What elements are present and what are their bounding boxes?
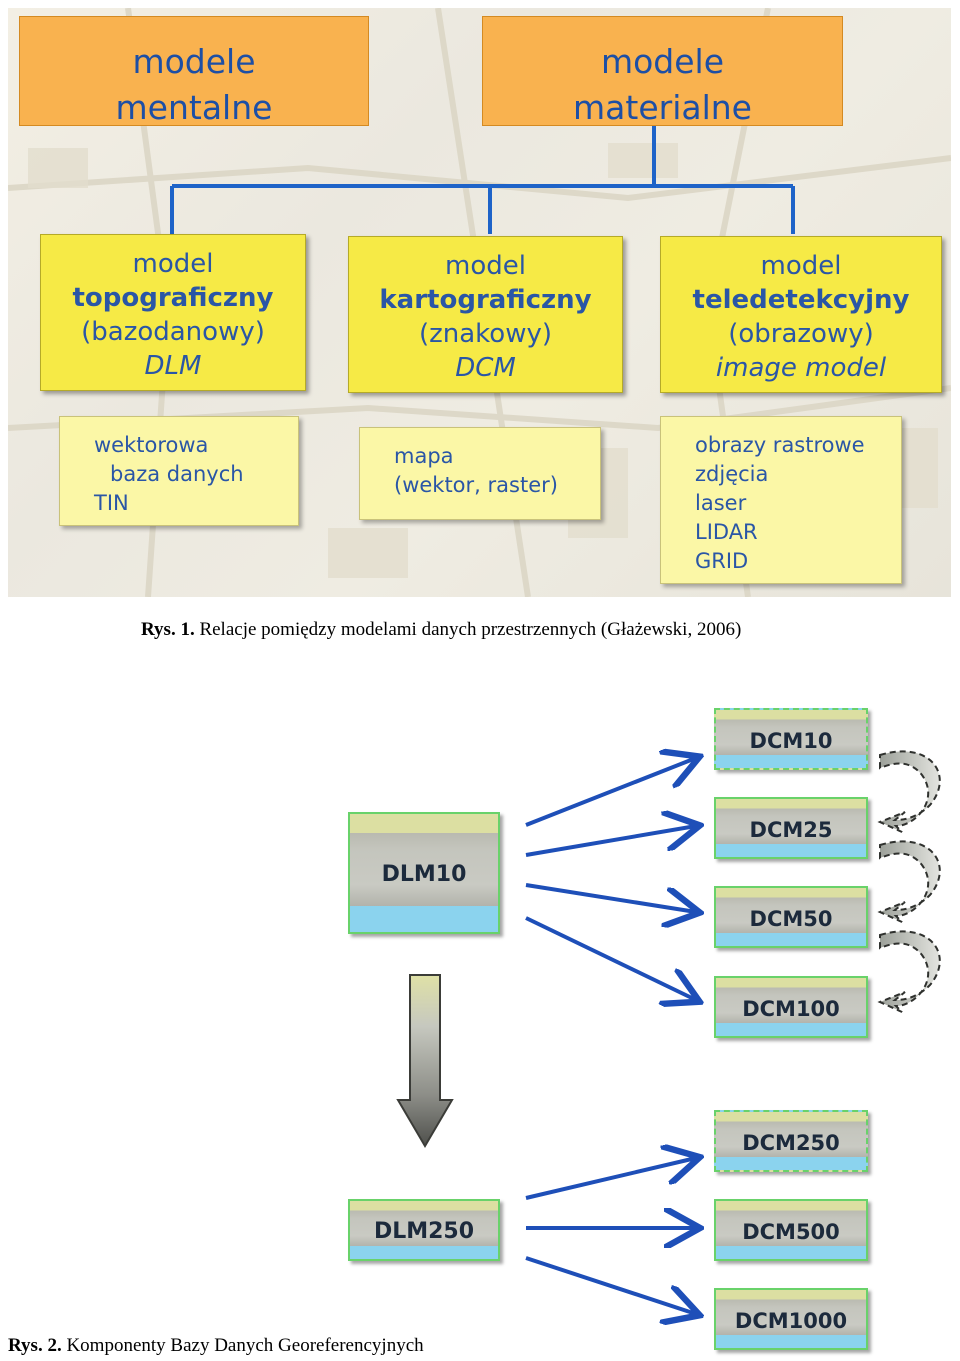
box-material-models-line2: materialne xyxy=(573,88,752,127)
remote-sensing-detail-2: zdjęcia xyxy=(695,462,769,486)
tile-dcm10-label: DCM10 xyxy=(749,729,833,753)
tile-dcm25: DCM25 xyxy=(714,797,868,859)
hierarchy-connectors xyxy=(170,125,795,234)
tile-dlm250-label: DLM250 xyxy=(373,1219,475,1244)
topographic-line4: DLM xyxy=(144,351,202,381)
figure2-arrows xyxy=(396,680,941,1360)
box-cartographic-details: mapa (wektor, raster) xyxy=(359,427,601,520)
tile-dcm500: DCM500 xyxy=(714,1199,868,1261)
caption-figure1: Rys. 1. Relacje pomiędzy modelami danych… xyxy=(141,619,741,641)
remote-sensing-line4: image model xyxy=(715,353,887,383)
curl-arrow-3 xyxy=(877,930,941,1013)
tile-dcm25-label: DCM25 xyxy=(749,818,833,842)
remote-sensing-detail-3: laser xyxy=(695,491,747,515)
tile-dlm10-label: DLM10 xyxy=(381,862,467,887)
tile-dcm10: DCM10 xyxy=(714,708,868,770)
remote-sensing-detail-5: GRID xyxy=(695,549,749,573)
arrow-dlm10-dcm100 xyxy=(525,916,696,1000)
box-mental-models-line2: mentalne xyxy=(115,88,273,127)
tile-dcm50-label: DCM50 xyxy=(749,907,833,931)
tile-dcm250: DCM250 xyxy=(714,1110,868,1172)
remote-sensing-line2: teledetekcyjny xyxy=(692,285,910,315)
remote-sensing-detail-4: LIDAR xyxy=(695,520,758,544)
arrow-dlm10-dcm10 xyxy=(525,758,696,827)
remote-sensing-line1: model xyxy=(760,251,842,281)
cartographic-line2: kartograficzny xyxy=(379,285,592,315)
caption-figure2-label: Rys. 2. xyxy=(8,1335,62,1356)
box-material-models: modele materialne xyxy=(482,16,843,127)
topographic-detail-2: baza danych xyxy=(110,462,244,486)
topographic-line1: model xyxy=(132,249,214,279)
cartographic-detail-2: (wektor, raster) xyxy=(394,473,558,497)
caption-figure2: Rys. 2. Komponenty Bazy Danych Georefere… xyxy=(8,1335,424,1357)
arrow-dlm250-dcm1000 xyxy=(525,1256,696,1314)
box-cartographic-model: model kartograficzny (znakowy) DCM xyxy=(348,236,623,393)
caption-figure2-text: Komponenty Bazy Danych Georeferencyjnych xyxy=(66,1335,424,1356)
topographic-detail-1: wektorowa xyxy=(94,433,209,457)
tile-dcm1000: DCM1000 xyxy=(714,1288,868,1350)
tile-dcm1000-label: DCM1000 xyxy=(734,1309,848,1333)
arrow-dlm250-dcm250 xyxy=(525,1158,696,1200)
topographic-line2: topograficzny xyxy=(72,283,274,313)
tile-dcm50: DCM50 xyxy=(714,886,868,948)
tile-dlm250: DLM250 xyxy=(348,1199,500,1261)
curl-arrows xyxy=(877,750,941,1013)
arrow-dlm10-dcm25 xyxy=(525,826,696,857)
topographic-detail-3: TIN xyxy=(94,491,129,515)
caption-figure1-label: Rys. 1. xyxy=(141,619,195,640)
tile-dcm250-label: DCM250 xyxy=(742,1131,840,1155)
tile-dcm100-label: DCM100 xyxy=(742,997,840,1021)
arrow-dlm10-dcm50 xyxy=(525,883,696,912)
curl-arrow-2 xyxy=(877,840,941,923)
box-remote-sensing-model: model teledetekcyjny (obrazowy) image mo… xyxy=(660,236,942,393)
tile-dcm100: DCM100 xyxy=(714,976,868,1038)
remote-sensing-line3: (obrazowy) xyxy=(728,319,874,349)
cartographic-line1: model xyxy=(445,251,526,281)
tile-dlm10: DLM10 xyxy=(348,812,500,934)
curl-arrow-1 xyxy=(877,750,941,833)
box-mental-models-line1: modele xyxy=(132,42,256,81)
cartographic-line3: (znakowy) xyxy=(418,319,553,349)
remote-sensing-detail-1: obrazy rastrowe xyxy=(695,433,865,457)
cartographic-line4: DCM xyxy=(455,353,516,383)
box-remote-sensing-details: obrazy rastrowe zdjęcia laser LIDAR GRID xyxy=(660,416,902,584)
box-material-models-line1: modele xyxy=(600,42,725,81)
box-topographic-details: wektorowa baza danych TIN xyxy=(59,416,299,526)
box-topographic-model: model topograficzny (bazodanowy) DLM xyxy=(40,234,306,391)
cartographic-detail-1: mapa xyxy=(394,444,454,468)
topographic-line3: (bazodanowy) xyxy=(81,317,265,347)
tile-dcm500-label: DCM500 xyxy=(742,1220,840,1244)
box-mental-models: modele mentalne xyxy=(19,16,369,127)
caption-figure1-text: Relacje pomiędzy modelami danych przestr… xyxy=(199,619,742,640)
generalization-down-arrow xyxy=(396,974,454,1148)
